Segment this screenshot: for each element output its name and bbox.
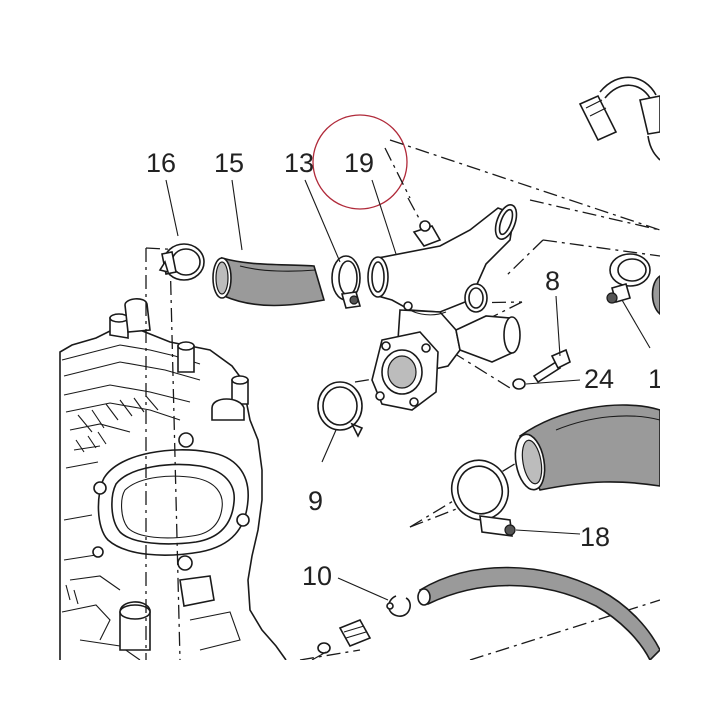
callout-19: 19 xyxy=(344,148,374,178)
callout-1: 1 xyxy=(648,364,663,394)
clamp-13 xyxy=(331,255,362,309)
bolt-8 xyxy=(532,348,571,384)
o-ring-9 xyxy=(317,381,364,438)
clamp-18 xyxy=(450,459,516,537)
callout-10: 10 xyxy=(302,561,332,591)
clamp-16 xyxy=(158,243,205,281)
hose-large xyxy=(514,404,661,491)
callout-18: 18 xyxy=(580,522,610,552)
wiring-connector xyxy=(578,76,661,161)
engine-block xyxy=(59,298,287,661)
callout-24: 24 xyxy=(584,364,614,394)
sensor-fitting xyxy=(311,618,372,661)
washer-24 xyxy=(512,378,526,390)
callout-15: 15 xyxy=(214,148,244,178)
highlight-circle xyxy=(312,114,408,210)
clip-10 xyxy=(386,595,411,617)
callout-8: 8 xyxy=(545,266,560,296)
callout-13: 13 xyxy=(284,148,314,178)
clamp-1 xyxy=(606,253,651,304)
callout-9: 9 xyxy=(308,486,323,516)
hose-15 xyxy=(212,256,326,307)
hose-small xyxy=(417,566,661,662)
thermostat-housing-19 xyxy=(367,204,521,411)
leader-lines xyxy=(165,179,651,601)
crop-mask xyxy=(660,0,720,720)
callout-16: 16 xyxy=(146,148,176,178)
hose-right-stub xyxy=(651,274,661,316)
crop-mask-bottom xyxy=(0,660,720,720)
